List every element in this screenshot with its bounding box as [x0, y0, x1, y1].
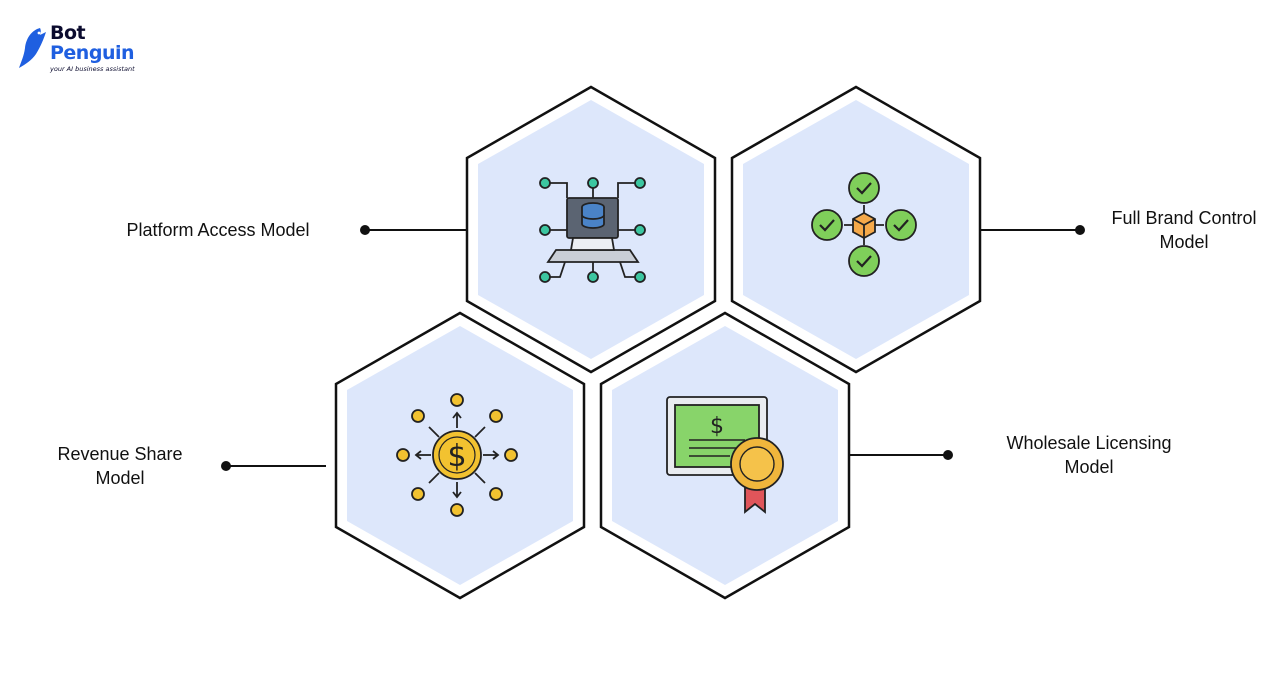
label-revenue-share-model: Revenue Share Model [30, 442, 210, 490]
label-line: Revenue Share [57, 444, 183, 464]
label-line: Model [95, 468, 145, 488]
label-line: Model [1064, 457, 1114, 477]
connector-brand [980, 225, 1085, 235]
brand-logo: Bot Penguin your AI business assistant [18, 24, 158, 84]
label-line: Full Brand Control [1111, 208, 1257, 228]
label-line: Model [1159, 232, 1209, 252]
svg-text:$: $ [710, 414, 724, 439]
label-line: Wholesale Licensing [1006, 433, 1172, 453]
connector-revenue [221, 461, 326, 471]
brand-name-line1: Bot [50, 22, 86, 44]
connector-wholesale [849, 450, 953, 460]
laptop-network-icon [539, 177, 646, 283]
label-line: Platform Access Model [126, 220, 310, 240]
certificate-award-icon: $ [666, 396, 784, 514]
connector-platform [360, 225, 466, 235]
brand-name-line2: Penguin [50, 42, 135, 64]
label-full-brand-control-model: Full Brand Control Model [1086, 206, 1282, 254]
label-platform-access-model: Platform Access Model [96, 218, 340, 242]
brand-wordmark: Bot Penguin your AI business assistant [50, 24, 135, 73]
central-hub-checkmarks-icon [811, 172, 917, 277]
brand-tagline: your AI business assistant [50, 65, 135, 73]
dollar-coin-distribution-icon: $ [396, 393, 518, 517]
label-wholesale-licensing-model: Wholesale Licensing Model [980, 431, 1198, 479]
penguin-logo-icon [19, 28, 46, 68]
svg-text:$: $ [447, 439, 466, 474]
